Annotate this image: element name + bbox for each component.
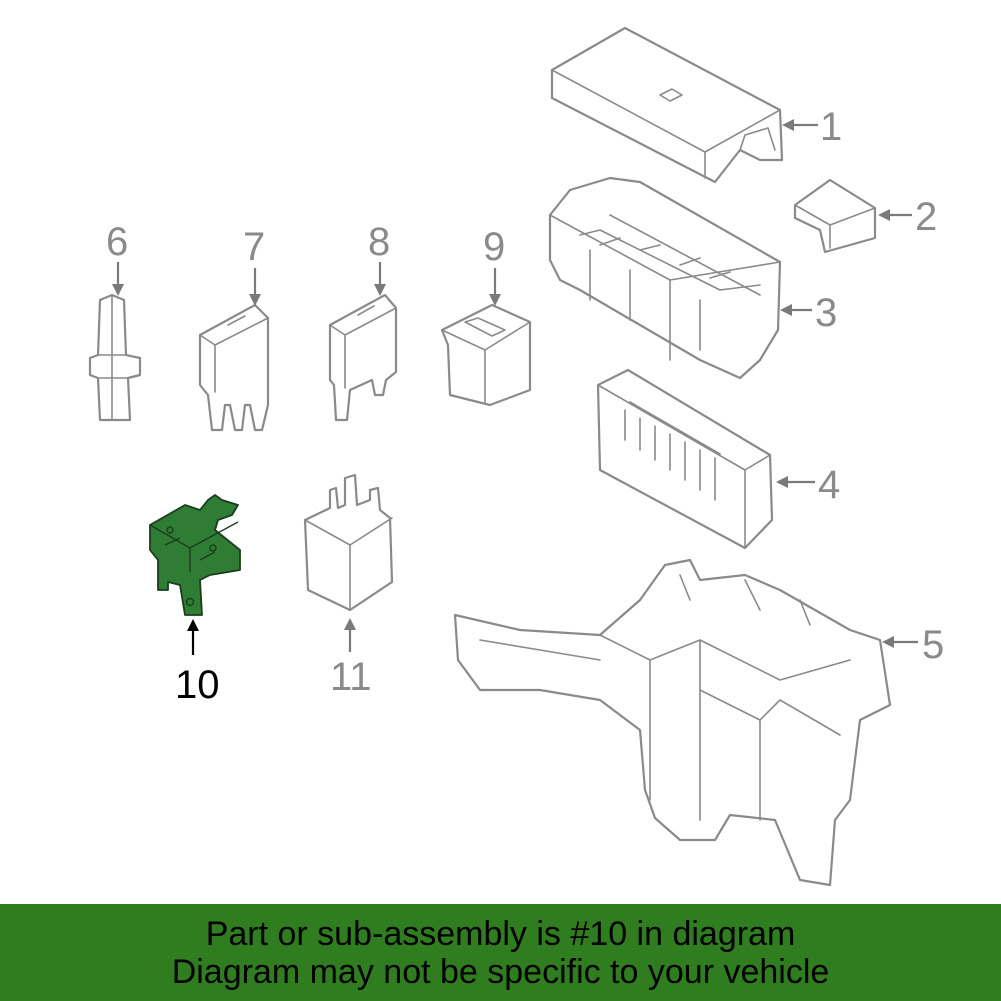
- callout-9: 9: [483, 225, 505, 269]
- callout-7: 7: [243, 225, 265, 269]
- part-2-cap: [793, 178, 877, 254]
- callout-3: 3: [815, 291, 837, 335]
- part-3-fuse-block: [548, 176, 782, 380]
- callout-4: 4: [818, 463, 840, 507]
- callout-6: 6: [106, 220, 128, 264]
- callout-2: 2: [915, 195, 937, 239]
- part-6-terminal: [88, 293, 142, 422]
- part-9-cartridge-fuse: [440, 303, 532, 407]
- leader-9: [489, 268, 501, 306]
- callout-1: 1: [820, 105, 842, 149]
- callout-11: 11: [330, 655, 372, 699]
- leader-10: [187, 619, 199, 655]
- leader-6: [112, 262, 124, 296]
- leader-3: [780, 304, 812, 316]
- leader-8: [374, 262, 386, 296]
- leader-2: [878, 209, 912, 221]
- part-8-fuse: [328, 293, 398, 422]
- banner-line-1: Part or sub-assembly is #10 in diagram: [205, 914, 796, 953]
- part-1-cover: [550, 26, 784, 184]
- part-4-connector-block: [596, 368, 774, 550]
- info-banner: Part or sub-assembly is #10 in diagram D…: [0, 904, 1001, 1001]
- leader-4: [776, 476, 815, 488]
- part-11-relay: [303, 473, 394, 612]
- leader-1: [782, 119, 818, 131]
- callout-10: 10: [175, 663, 220, 707]
- part-10-bracket: [149, 494, 241, 616]
- callout-5: 5: [922, 623, 944, 667]
- leader-5: [882, 636, 918, 648]
- parts-diagram: 1 2 3 4 5 6 7 8 9 10 11: [88, 26, 944, 887]
- part-7-fuse: [198, 303, 270, 432]
- leader-11: [344, 618, 356, 652]
- part-5-lower-housing: [453, 558, 892, 887]
- leader-7: [249, 268, 261, 306]
- callout-8: 8: [368, 220, 390, 264]
- banner-line-2: Diagram may not be specific to your vehi…: [171, 952, 830, 991]
